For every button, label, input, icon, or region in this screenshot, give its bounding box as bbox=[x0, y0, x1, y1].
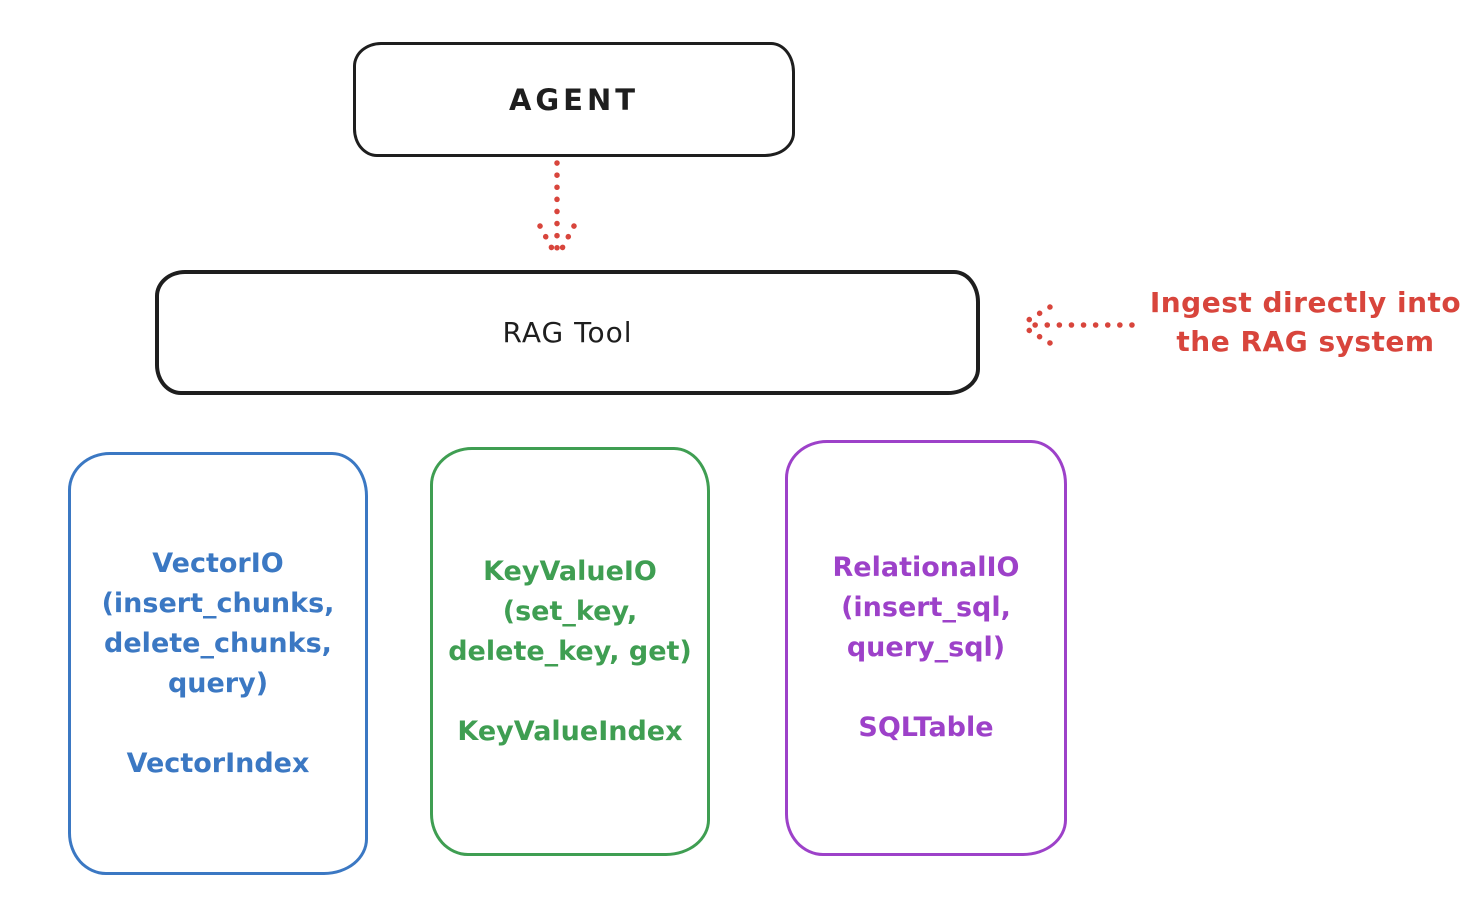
relational-io-line-1: RelationalIO bbox=[832, 552, 1020, 583]
rag-tool-label: RAG Tool bbox=[502, 316, 633, 349]
key-value-io-text: KeyValueIO (set_key, delete_key, get) Ke… bbox=[448, 552, 692, 752]
rag-tool-node: RAG Tool bbox=[155, 270, 980, 395]
ingest-annotation: Ingest directly into the RAG system bbox=[1138, 283, 1473, 361]
ingest-annotation-line-1: Ingest directly into bbox=[1149, 286, 1462, 319]
vector-io-line-1: VectorIO bbox=[152, 547, 284, 579]
relational-io-text: RelationalIO (insert_sql, query_sql) SQL… bbox=[833, 548, 1020, 748]
key-value-io-line-3: delete_key, get) bbox=[448, 635, 692, 667]
vector-io-node: VectorIO (insert_chunks, delete_chunks, … bbox=[68, 452, 368, 875]
dotted-down-arrow bbox=[537, 160, 577, 259]
key-value-io-node: KeyValueIO (set_key, delete_key, get) Ke… bbox=[430, 447, 710, 856]
dotted-left-arrow-strokes bbox=[1019, 304, 1135, 346]
dotted-down-arrow-strokes bbox=[537, 160, 577, 259]
vector-io-text: VectorIO (insert_chunks, delete_chunks, … bbox=[102, 544, 335, 784]
key-value-index-label: KeyValueIndex bbox=[457, 715, 683, 747]
dotted-left-arrow bbox=[1019, 304, 1135, 346]
vector-io-line-4: query) bbox=[167, 667, 269, 699]
ingest-annotation-line-2: the RAG system bbox=[1176, 325, 1435, 358]
key-value-io-line-1: KeyValueIO bbox=[483, 555, 657, 587]
vector-io-line-3: delete_chunks, bbox=[104, 627, 332, 659]
agent-label: AGENT bbox=[508, 82, 640, 117]
vector-io-line-2: (insert_chunks, bbox=[101, 587, 335, 619]
relational-io-node: RelationalIO (insert_sql, query_sql) SQL… bbox=[785, 440, 1067, 856]
agent-node: AGENT bbox=[353, 42, 795, 157]
sql-table-label: SQLTable bbox=[858, 712, 994, 743]
relational-io-line-3: query_sql) bbox=[846, 632, 1006, 663]
relational-io-line-2: (insert_sql, bbox=[841, 592, 1011, 623]
key-value-io-line-2: (set_key, bbox=[502, 595, 638, 627]
vector-index-label: VectorIndex bbox=[126, 747, 310, 779]
